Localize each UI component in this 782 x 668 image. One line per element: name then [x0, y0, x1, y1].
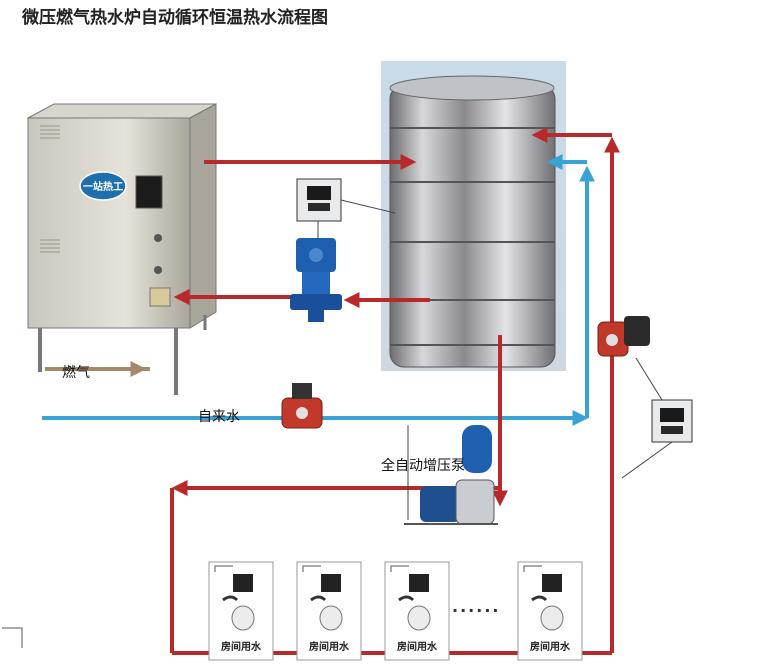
more-rooms-ellipsis: ...... — [452, 597, 500, 616]
corner-mark — [2, 627, 23, 648]
return-pipe — [173, 289, 430, 308]
room-unit: 房间用水 — [384, 561, 450, 661]
tap-water-label: 自来水 — [198, 409, 240, 425]
room-unit: 房间用水 — [296, 561, 362, 661]
booster-pump-icon — [404, 425, 498, 525]
tap-water-valve-icon — [281, 383, 323, 429]
room-unit-label: 房间用水 — [309, 640, 350, 653]
diagram-title: 微压燃气热水炉自动循环恒温热水流程图 — [21, 7, 328, 28]
circulation-pump-icon — [290, 238, 342, 322]
room-unit-label: 房间用水 — [397, 640, 438, 653]
booster-pump-label: 全自动增压泵 — [381, 457, 465, 474]
tank-controller-icon — [296, 178, 396, 240]
room-unit: 房间用水 — [208, 561, 274, 661]
room-unit-label: 房间用水 — [221, 640, 262, 653]
room-unit-label: 房间用水 — [530, 640, 571, 653]
room-unit: 房间用水 — [517, 561, 583, 661]
boiler-icon: 一站热工 — [27, 103, 217, 395]
storage-tank — [381, 61, 566, 371]
boiler-brand-label: 一站热工 — [83, 180, 123, 193]
gas-label: 燃气 — [62, 364, 90, 381]
loop-controller-icon — [621, 357, 693, 479]
return-valve-icon — [597, 316, 650, 357]
